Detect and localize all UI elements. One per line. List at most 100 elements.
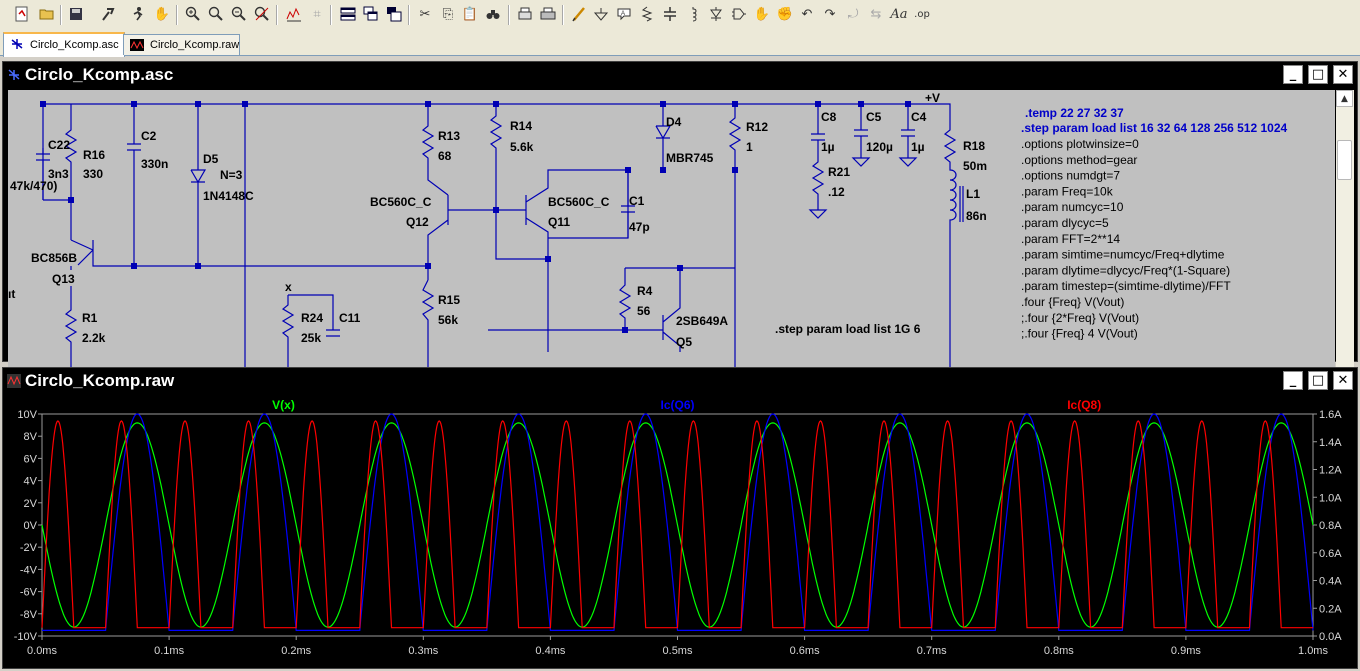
step-directive: .step param load list 1G 6 [775, 322, 921, 336]
tab-waveform-label: Circlo_Kcomp.raw [150, 39, 240, 51]
maximize-button[interactable]: □ [1308, 371, 1328, 390]
svg-text:A: A [621, 11, 625, 17]
directive-line: .param FFT=2**14 [1021, 232, 1120, 246]
y-right-tick-label: 0.6A [1319, 548, 1342, 560]
delete-trace-icon[interactable]: ⌗ [313, 6, 321, 22]
zoom-pan-icon[interactable] [206, 4, 226, 24]
mirror-icon[interactable]: ⇆ [870, 6, 882, 22]
capacitor-icon[interactable] [660, 4, 680, 24]
net-label-icon[interactable]: A [614, 4, 634, 24]
print-icon[interactable] [538, 4, 558, 24]
directive-line: .param Freq=10k [1021, 184, 1114, 198]
open-folder-icon[interactable] [37, 4, 57, 24]
waveform-icon [130, 39, 144, 51]
tile-vertical-icon[interactable] [384, 4, 404, 24]
y-left-tick-label: -6V [20, 587, 38, 599]
minimize-button[interactable]: _ [1283, 371, 1303, 390]
value-c8: 1µ [821, 140, 835, 154]
component-icon[interactable] [729, 4, 749, 24]
legend-V(x)[interactable]: V(x) [272, 398, 295, 412]
tab-waveform[interactable]: Circlo_Kcomp.raw [123, 34, 240, 55]
x-tick-label: 0.3ms [408, 645, 438, 657]
value-r13: 68 [438, 149, 452, 163]
legend-Ic(Q8)[interactable]: Ic(Q8) [1067, 398, 1101, 412]
y-left-tick-label: 8V [24, 431, 38, 443]
trace-V(x)[interactable] [41, 422, 1314, 628]
schematic-canvas[interactable]: C22 3n3 R16 330 47k/470) C2 330n D5 1N41… [8, 90, 1335, 401]
value-c2: 330n [141, 157, 168, 171]
cascade-icon[interactable] [361, 4, 381, 24]
undo-icon[interactable]: ↶ [801, 6, 813, 22]
redo-icon[interactable]: ↷ [824, 6, 836, 22]
autorange-icon[interactable] [284, 4, 304, 24]
x-tick-label: 0.1ms [154, 645, 184, 657]
zoom-fit-icon[interactable] [252, 4, 272, 24]
spice-directive-icon[interactable]: .op [914, 8, 930, 20]
maximize-button[interactable]: □ [1308, 65, 1328, 84]
schematic-window-title: Circlo_Kcomp.asc [25, 65, 174, 84]
label-c5: C5 [866, 110, 882, 124]
copy-icon[interactable]: ⎘ [442, 6, 454, 22]
tile-horizontal-icon[interactable] [338, 4, 358, 24]
y-left-tick-label: 0V [24, 520, 38, 532]
directive-line: .param timestep=(simtime-dlytime)/FFT [1021, 279, 1231, 293]
trace-Ic(Q8)[interactable] [41, 420, 1313, 629]
value-d4: MBR745 [666, 151, 714, 165]
halt-icon[interactable]: ✋ [153, 6, 171, 22]
label-q12: Q12 [406, 215, 429, 229]
cut-icon[interactable]: ✂ [419, 6, 431, 22]
value-r1: 2.2k [82, 331, 106, 345]
scroll-up-arrow-icon[interactable]: ▲ [1336, 90, 1353, 107]
vertical-scroll-thumb[interactable] [1337, 140, 1352, 180]
spice-directives: .options plotwinsize=0.options method=ge… [1021, 137, 1231, 341]
legend-Ic(Q6)[interactable]: Ic(Q6) [660, 398, 694, 412]
schematic-window-titlebar: Circlo_Kcomp.asc _ □ ✕ [3, 62, 1357, 88]
text-tool-icon[interactable]: Aa [890, 6, 908, 22]
y-right-tick-label: 0.8A [1319, 520, 1342, 532]
value-c5: 120µ [866, 140, 893, 154]
new-schematic-icon[interactable] [12, 4, 32, 24]
close-button[interactable]: ✕ [1333, 65, 1353, 84]
run-icon[interactable] [128, 4, 148, 24]
directive-line: .param simtime=numcyc/Freq+dlytime [1021, 248, 1225, 262]
save-icon[interactable] [66, 4, 86, 24]
value-c22: 3n3 [48, 167, 69, 181]
label-l1: L1 [966, 187, 980, 201]
inductor-icon[interactable] [683, 4, 703, 24]
paste-icon[interactable]: 📋 [461, 6, 479, 22]
model-q11: BC560C_C [548, 195, 610, 209]
zoom-in-icon[interactable] [183, 4, 203, 24]
zoom-out-icon[interactable] [229, 4, 249, 24]
minimize-button[interactable]: _ [1283, 65, 1303, 84]
ground-icon[interactable] [591, 4, 611, 24]
drag-icon[interactable]: ✊ [776, 6, 794, 22]
print-preview-icon[interactable] [515, 4, 535, 24]
main-toolbar: ✋ ⌗ ✂ ⎘ 📋 A ✋ ✊ ↶ ↷ ⤾ ⇆ Aa .op [0, 0, 1360, 32]
label-r4: R4 [637, 284, 653, 298]
model-q12: BC560C_C [370, 195, 432, 209]
label-r12: R12 [746, 120, 768, 134]
draw-wire-icon[interactable] [569, 4, 589, 24]
label-q11: Q11 [548, 215, 570, 229]
control-panel-icon[interactable] [98, 4, 118, 24]
find-icon[interactable] [483, 4, 503, 24]
move-icon[interactable]: ✋ [753, 6, 771, 22]
close-button[interactable]: ✕ [1333, 371, 1353, 390]
model-q5: 2SB649A [676, 314, 728, 328]
resistor-icon[interactable] [637, 4, 657, 24]
diode-icon[interactable] [706, 4, 726, 24]
schematic-vertical-scrollbar[interactable]: ▲ ▼ [1336, 90, 1354, 401]
label-q5: Q5 [676, 335, 692, 349]
tab-schematic-label: Circlo_Kcomp.asc [30, 39, 119, 51]
y-left-tick-label: 6V [24, 453, 38, 465]
rotate-icon[interactable]: ⤾ [847, 6, 859, 22]
directive-line: .options method=gear [1021, 153, 1137, 167]
waveform-icon [7, 374, 21, 388]
label-c8: C8 [821, 110, 837, 124]
tab-schematic[interactable]: Circlo_Kcomp.asc [3, 32, 125, 57]
y-left-tick-label: -4V [20, 564, 38, 576]
label-r14: R14 [510, 119, 532, 133]
model-q13: BC856B [31, 251, 77, 265]
